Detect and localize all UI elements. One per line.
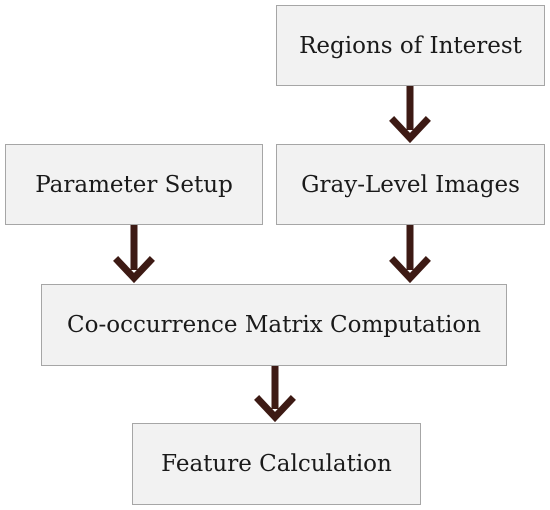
arrow-matrix-to-feature — [254, 366, 296, 423]
arrow-param-to-matrix — [113, 225, 155, 284]
node-parameter-setup: Parameter Setup — [5, 144, 263, 225]
node-feature-calculation: Feature Calculation — [132, 423, 421, 505]
node-feature-calculation-label: Feature Calculation — [161, 451, 392, 477]
node-cooccurrence-matrix-label: Co-occurrence Matrix Computation — [67, 312, 481, 338]
node-gray-level-images-label: Gray-Level Images — [301, 171, 520, 198]
node-regions-of-interest-label: Regions of Interest — [299, 32, 522, 59]
node-cooccurrence-matrix: Co-occurrence Matrix Computation — [41, 284, 507, 366]
arrow-roi-to-gray — [389, 86, 431, 144]
arrow-gray-to-matrix — [389, 225, 431, 284]
node-regions-of-interest: Regions of Interest — [276, 5, 545, 86]
node-parameter-setup-label: Parameter Setup — [35, 171, 233, 198]
node-gray-level-images: Gray-Level Images — [276, 144, 545, 225]
